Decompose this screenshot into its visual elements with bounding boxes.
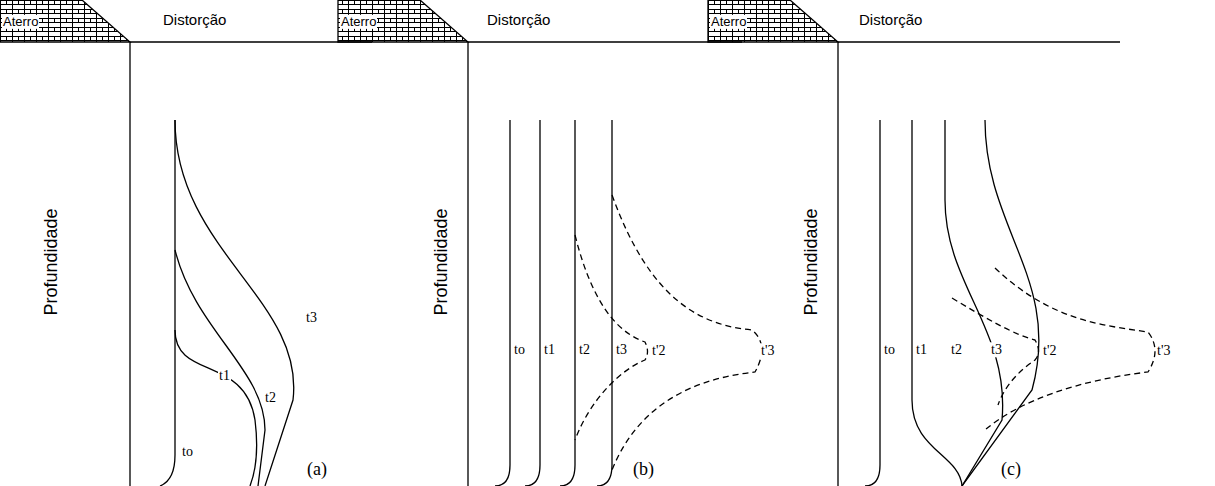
fill-label: Aterro [340,15,377,29]
axis-label: Distorção [486,12,551,29]
curve-label: t2 [578,342,591,357]
axis-label: Distorção [858,12,923,29]
panel-c [708,0,1155,486]
curve-label: t3 [990,342,1003,357]
axis-label: Profundidade [802,207,822,316]
curve-label: t'2 [651,343,666,358]
curve-label: t2 [950,342,963,357]
curve-label: to [181,444,194,459]
axis-label: Profundidade [42,207,62,316]
axis-label: Distorção [162,12,227,29]
curve-label: t1 [218,368,231,383]
curve-label: t1 [543,342,556,357]
curve-label: t1 [915,342,928,357]
curve-label: to [883,342,896,357]
curve-label: to [513,342,526,357]
axis-label: Profundidade [432,207,452,316]
panel-label: (b) [632,460,655,480]
panel-label: (a) [306,460,328,480]
curve-label: t'2 [1042,343,1057,358]
curve-label: t2 [264,390,277,405]
curve-label: t'3 [760,343,775,358]
panel-label: (c) [1000,460,1022,480]
curve-label: t3 [615,342,628,357]
fill-label: Aterro [2,15,39,29]
panel-a [0,0,372,486]
fill-label: Aterro [710,15,747,29]
curve-label: t3 [305,310,318,325]
curve-label: t'3 [1156,343,1171,358]
panel-b [338,0,762,486]
